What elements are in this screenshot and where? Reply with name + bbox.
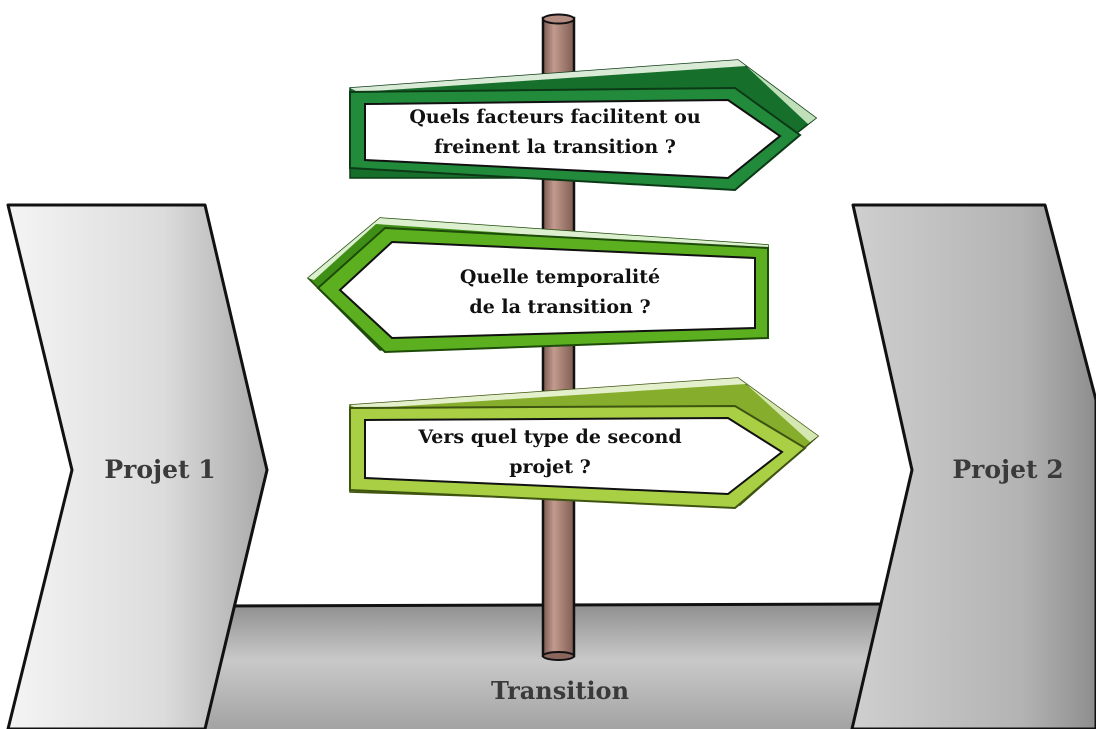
chevron-projet-1 <box>6 203 269 729</box>
sign-1-text: Quels facteurs facilitent ou freinent la… <box>370 102 740 162</box>
sign-3 <box>349 377 820 510</box>
sign-2-line-2: de la transition ? <box>469 296 651 318</box>
chevron-projet-2 <box>850 203 1096 729</box>
sign-3-text: Vers quel type de second projet ? <box>370 422 730 482</box>
sign-1-line-2: freinent la transition ? <box>434 136 676 158</box>
sign-3-line-2: projet ? <box>509 456 591 478</box>
projet-2-label: Projet 2 <box>952 455 1064 484</box>
sign-3-line-1: Vers quel type de second <box>418 426 682 448</box>
projet-1-label: Projet 1 <box>104 455 216 484</box>
sign-2-line-1: Quelle temporalité <box>459 266 661 288</box>
sign-1 <box>349 59 818 192</box>
sign-2-text: Quelle temporalité de la transition ? <box>395 262 725 322</box>
sign-2 <box>306 217 769 354</box>
sign-1-line-1: Quels facteurs facilitent ou <box>409 106 701 128</box>
transition-label: Transition <box>490 676 630 705</box>
